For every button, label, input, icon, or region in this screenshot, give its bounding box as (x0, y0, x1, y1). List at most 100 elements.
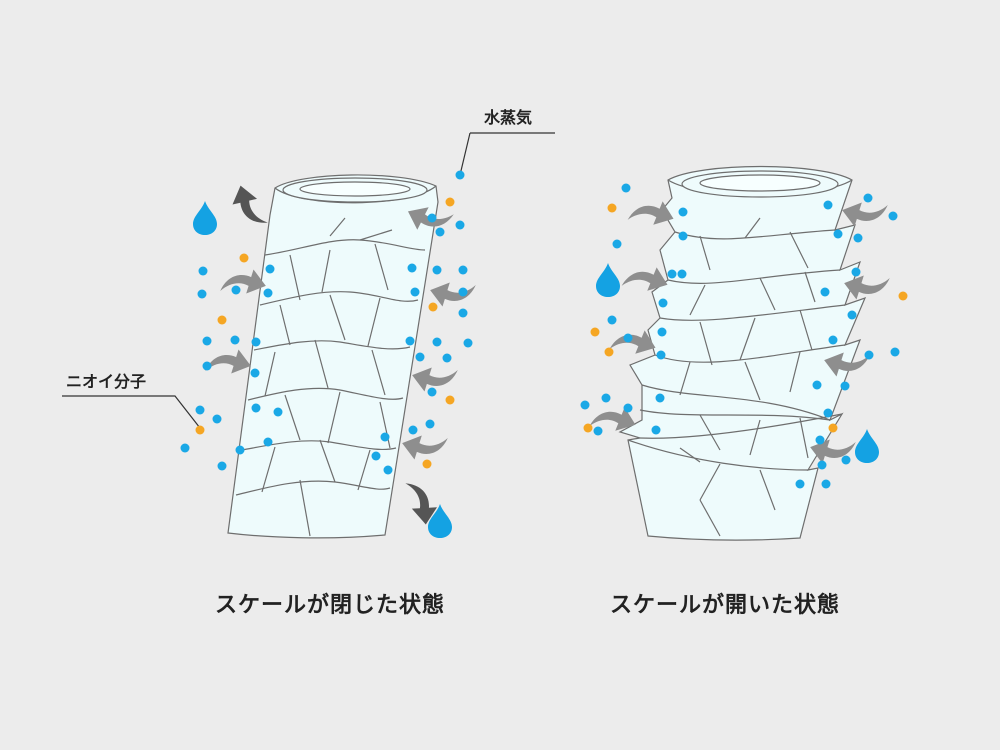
vapor-callout-line (459, 132, 555, 176)
odor-molecule-dot (607, 203, 617, 213)
water-vapor-dot (656, 350, 666, 360)
water-vapor-dot (427, 213, 437, 223)
water-vapor-dot (455, 220, 465, 230)
water-vapor-dot (823, 200, 833, 210)
water-vapor-dot (795, 479, 805, 489)
water-vapor-dot (612, 239, 622, 249)
water-vapor-dot (840, 381, 850, 391)
water-vapor-dot (432, 265, 442, 275)
outward-curved-arrow-icon (227, 181, 268, 232)
water-vapor-dot (463, 338, 473, 348)
molecules-layer (180, 170, 908, 489)
water-vapor-dot (863, 193, 873, 203)
water-vapor-dot (408, 425, 418, 435)
water-vapor-dot (195, 405, 205, 415)
water-vapor-dot (658, 298, 668, 308)
water-vapor-dot (217, 461, 227, 471)
water-vapor-dot (888, 211, 898, 221)
water-vapor-dot (623, 333, 633, 343)
water-vapor-dot (273, 407, 283, 417)
water-vapor-dot (820, 287, 830, 297)
water-vapor-dot (371, 451, 381, 461)
odor-molecule-dot (604, 347, 614, 357)
odor-molecule-dot (239, 253, 249, 263)
water-vapor-dot (212, 414, 222, 424)
water-vapor-dot (202, 361, 212, 371)
water-vapor-dot (263, 437, 273, 447)
odor-molecule-dot (217, 315, 227, 325)
hair-open-scales (618, 165, 867, 541)
water-vapor-dot (833, 229, 843, 239)
water-vapor-dot (828, 335, 838, 345)
water-vapor-dot (667, 269, 677, 279)
hair-closed-scales (227, 174, 439, 539)
water-vapor-dot (821, 479, 831, 489)
water-vapor-dot (415, 352, 425, 362)
water-vapor-dot (407, 263, 417, 273)
water-vapor-dot (231, 285, 241, 295)
odor-molecule-dot (195, 425, 205, 435)
water-droplet-icon (855, 429, 879, 463)
water-vapor-dot (265, 264, 275, 274)
water-vapor-dot (841, 455, 851, 465)
water-vapor-dot (623, 403, 633, 413)
water-vapor-dot (410, 287, 420, 297)
water-vapor-dot (458, 308, 468, 318)
water-vapor-dot (427, 387, 437, 397)
water-vapor-dot (678, 207, 688, 217)
water-droplet-icon (596, 263, 620, 297)
water-vapor-dot (817, 460, 827, 470)
water-vapor-dot (655, 393, 665, 403)
odor-molecule-dot (583, 423, 593, 433)
odor-molecule-dot (422, 459, 432, 469)
water-vapor-dot (890, 347, 900, 357)
water-vapor-dot (455, 170, 465, 180)
odor-molecule-dot (445, 395, 455, 405)
water-vapor-dot (251, 403, 261, 413)
water-vapor-dot (657, 327, 667, 337)
odor-molecule-dot (898, 291, 908, 301)
water-vapor-dot (651, 425, 661, 435)
water-vapor-dot (853, 233, 863, 243)
water-vapor-dot (607, 315, 617, 325)
water-vapor-dot (235, 445, 245, 455)
water-vapor-dot (601, 393, 611, 403)
water-vapor-dot (405, 336, 415, 346)
water-vapor-dot (263, 288, 273, 298)
inward-curved-arrow-icon (205, 344, 254, 379)
water-vapor-dot (851, 267, 861, 277)
water-vapor-dot (812, 380, 822, 390)
water-vapor-dot (250, 368, 260, 378)
caption-closed-scales: スケールが閉じた状態 (214, 593, 445, 618)
water-vapor-dot (621, 183, 631, 193)
water-vapor-dot (593, 426, 603, 436)
water-vapor-dot (677, 269, 687, 279)
water-vapor-dot (847, 310, 857, 320)
odor-molecule-dot (828, 423, 838, 433)
water-vapor-dot (458, 265, 468, 275)
water-vapor-label: 水蒸気 (484, 108, 533, 127)
water-vapor-dot (425, 419, 435, 429)
water-vapor-dot (435, 227, 445, 237)
water-vapor-dot (198, 266, 208, 276)
water-vapor-dot (197, 289, 207, 299)
water-vapor-dot (864, 350, 874, 360)
water-vapor-dot (180, 443, 190, 453)
odor-molecule-dot (428, 302, 438, 312)
water-vapor-dot (678, 231, 688, 241)
water-vapor-dot (230, 335, 240, 345)
odor-molecule-dot (445, 197, 455, 207)
odor-molecule-label: ニオイ分子 (66, 372, 147, 391)
odor-callout-line (62, 395, 201, 429)
water-vapor-dot (251, 337, 261, 347)
water-vapor-dot (202, 336, 212, 346)
inward-curved-arrow-icon (399, 430, 448, 465)
water-vapor-dot (380, 432, 390, 442)
water-vapor-dot (815, 435, 825, 445)
caption-open-scales: スケールが開いた状態 (609, 593, 840, 618)
water-vapor-dot (442, 353, 452, 363)
odor-molecule-dot (590, 327, 600, 337)
water-vapor-dot (458, 287, 468, 297)
water-vapor-dot (383, 465, 393, 475)
